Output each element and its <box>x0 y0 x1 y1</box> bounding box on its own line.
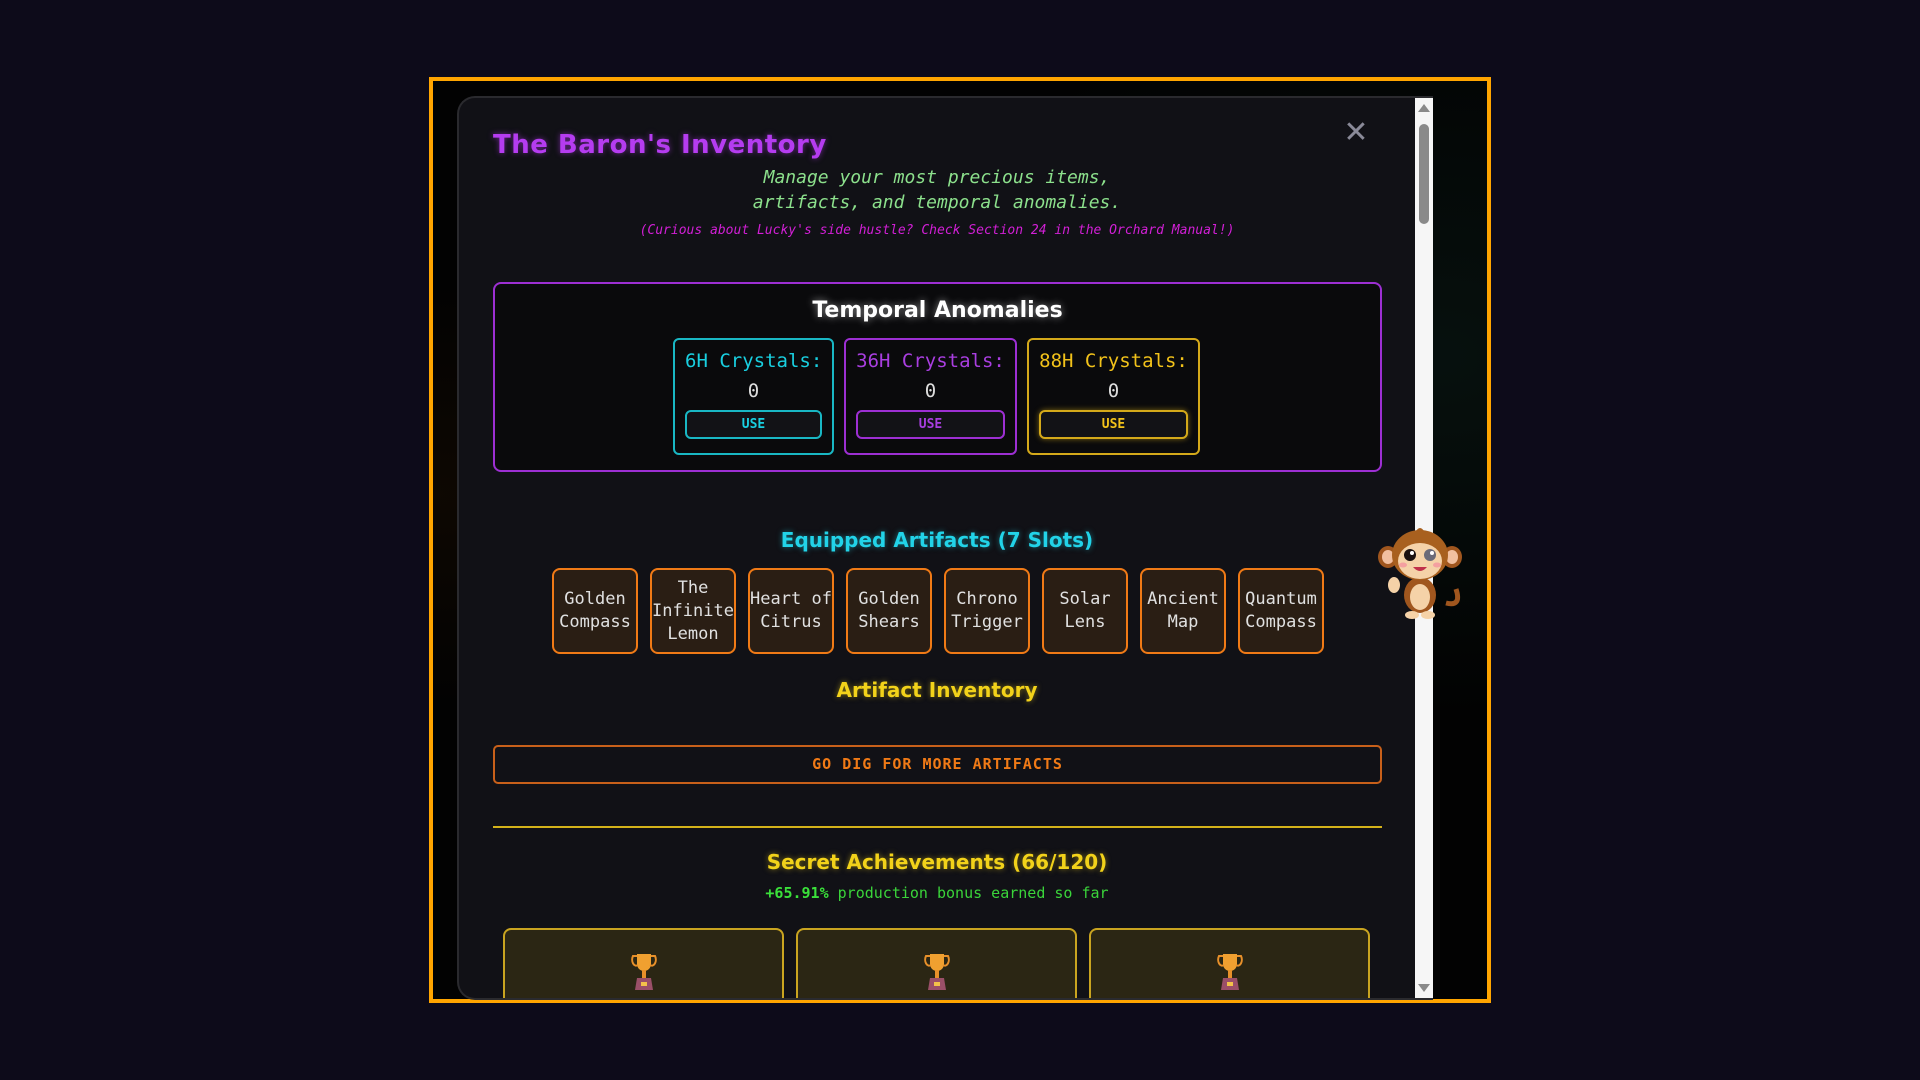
monkey-mascot-icon[interactable] <box>1376 525 1464 623</box>
modal-content: ✕ The Baron's Inventory Manage your most… <box>459 98 1415 998</box>
artifact-slot[interactable]: Heart of Citrus <box>748 568 834 654</box>
artifact-slot[interactable]: Solar Lens <box>1042 568 1128 654</box>
achievement-bonus-text: +65.91% production bonus earned so far <box>459 884 1415 902</box>
scroll-down-arrow-icon[interactable] <box>1418 984 1430 992</box>
trophy-icon <box>923 954 950 990</box>
manual-note: (Curious about Lucky's side hustle? Chec… <box>639 223 1235 238</box>
artifact-slot[interactable]: The Infinite Lemon <box>650 568 736 654</box>
subtitle-line-1: Manage your most precious items, <box>763 167 1111 188</box>
achievement-card[interactable] <box>796 928 1077 998</box>
trophy-icon <box>630 954 657 990</box>
section-divider <box>493 826 1382 828</box>
achievement-card[interactable] <box>503 928 784 998</box>
artifact-slot[interactable]: Golden Shears <box>846 568 932 654</box>
close-button[interactable]: ✕ <box>1341 118 1371 148</box>
use-88h-crystal-button[interactable]: USE <box>1039 410 1188 439</box>
crystal-36h-card: 36H Crystals: 0 USE <box>844 338 1017 455</box>
crystal-list: 6H Crystals: 0 USE 36H Crystals: 0 USE 8… <box>673 338 1200 455</box>
scroll-up-arrow-icon[interactable] <box>1418 104 1430 112</box>
dig-for-artifacts-button[interactable]: GO DIG FOR MORE ARTIFACTS <box>493 745 1382 784</box>
use-36h-crystal-button[interactable]: USE <box>856 410 1005 439</box>
crystal-label: 6H Crystals: <box>685 350 823 372</box>
artifact-inventory-title: Artifact Inventory <box>836 678 1038 702</box>
artifact-slot[interactable]: Golden Compass <box>552 568 638 654</box>
subtitle-line-2: artifacts, and temporal anomalies. <box>752 192 1122 213</box>
artifact-slot[interactable]: Ancient Map <box>1140 568 1226 654</box>
crystal-count: 0 <box>924 380 937 402</box>
crystal-count: 0 <box>1107 380 1120 402</box>
inventory-modal: ✕ The Baron's Inventory Manage your most… <box>457 96 1433 1000</box>
trophy-icon <box>1216 954 1243 990</box>
crystal-label: 36H Crystals: <box>856 350 1005 372</box>
equipped-artifact-slots: Golden Compass The Infinite Lemon Heart … <box>552 568 1324 654</box>
temporal-anomalies-title: Temporal Anomalies <box>812 298 1063 323</box>
scrollbar-thumb[interactable] <box>1419 124 1429 224</box>
crystal-6h-card: 6H Crystals: 0 USE <box>673 338 834 455</box>
use-6h-crystal-button[interactable]: USE <box>685 410 822 439</box>
achievement-card[interactable] <box>1089 928 1370 998</box>
artifact-slot[interactable]: Chrono Trigger <box>944 568 1030 654</box>
achievement-grid <box>503 928 1370 998</box>
crystal-label: 88H Crystals: <box>1039 350 1188 372</box>
modal-subtitle: Manage your most precious items, artifac… <box>493 165 1381 215</box>
close-icon: ✕ <box>1343 115 1369 150</box>
equipped-artifacts-title: Equipped Artifacts (7 Slots) <box>780 528 1094 552</box>
bonus-percentage: +65.91% <box>765 884 829 902</box>
artifact-slot[interactable]: Quantum Compass <box>1238 568 1324 654</box>
bonus-description: production bonus earned so far <box>828 884 1109 902</box>
crystal-count: 0 <box>747 380 760 402</box>
inventory-frame: ✕ The Baron's Inventory Manage your most… <box>429 77 1491 1003</box>
temporal-anomalies-panel: Temporal Anomalies 6H Crystals: 0 USE 36… <box>493 282 1382 472</box>
secret-achievements-title: Secret Achievements (66/120) <box>766 850 1108 874</box>
modal-title: The Baron's Inventory <box>493 130 827 160</box>
crystal-88h-card: 88H Crystals: 0 USE <box>1027 338 1200 455</box>
